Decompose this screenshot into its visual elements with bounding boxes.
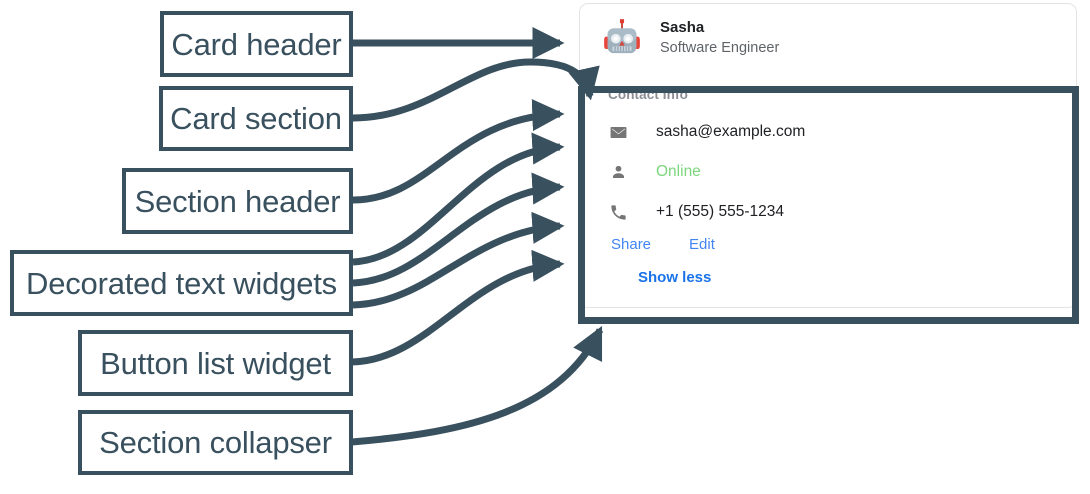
card-header: Sasha Software Engineer	[580, 4, 1076, 73]
annotation-label-card-section: Card section	[159, 86, 353, 151]
arrow-decorated-text-1	[352, 132, 565, 266]
annotation-label-section-collapser: Section collapser	[78, 410, 353, 475]
email-icon	[608, 122, 628, 142]
phone-icon	[608, 202, 628, 222]
annotation-label-text: Button list widget	[100, 345, 331, 381]
profile-card: Sasha Software Engineer Contact Info sas…	[579, 3, 1077, 308]
share-button[interactable]: Share	[611, 236, 652, 253]
arrow-card-section	[352, 58, 600, 122]
annotation-label-text: Decorated text widgets	[26, 265, 337, 301]
card-section: Contact Info sasha@example.com	[580, 73, 1076, 307]
robot-avatar-icon	[604, 19, 640, 54]
arrow-button-list	[351, 249, 565, 366]
annotation-label-text: Card section	[170, 101, 342, 136]
section-collapser: Show less	[638, 269, 1056, 287]
section-header: Contact Info	[608, 87, 688, 102]
annotation-label-section-header: Section header	[122, 168, 353, 234]
annotation-label-decorated-text-widgets: Decorated text widgets	[10, 250, 353, 316]
annotation-label-text: Section header	[134, 183, 341, 219]
edit-button[interactable]: Edit	[689, 236, 715, 253]
card-header-title: Sasha	[660, 19, 705, 37]
card-header-subtitle: Software Engineer	[660, 40, 780, 57]
arrow-section-collapser	[351, 325, 604, 446]
decorated-text-widget-email: sasha@example.com	[608, 116, 1056, 148]
button-list-widget: Share Edit	[611, 237, 1056, 252]
decorated-text-widget-phone: +1 (555) 555-1234	[608, 196, 1056, 228]
card-header-text: Sasha Software Engineer	[660, 19, 779, 57]
arrow-decorated-text-3	[352, 211, 565, 309]
decorated-text-widget-status: Online	[608, 156, 1056, 188]
arrow-section-header	[352, 98, 565, 204]
decorated-text-value-status: Online	[656, 163, 701, 181]
show-less-button[interactable]: Show less	[638, 269, 712, 286]
annotation-label-text: Section collapser	[99, 425, 332, 460]
decorated-text-value: sasha@example.com	[656, 123, 806, 141]
decorated-text-value: +1 (555) 555-1234	[656, 203, 784, 221]
arrow-decorated-text-2	[352, 172, 565, 287]
annotation-label-button-list-widget: Button list widget	[78, 330, 353, 396]
annotation-label-text: Card header	[171, 26, 342, 62]
annotation-label-card-header: Card header	[160, 11, 353, 77]
person-icon	[608, 162, 628, 182]
